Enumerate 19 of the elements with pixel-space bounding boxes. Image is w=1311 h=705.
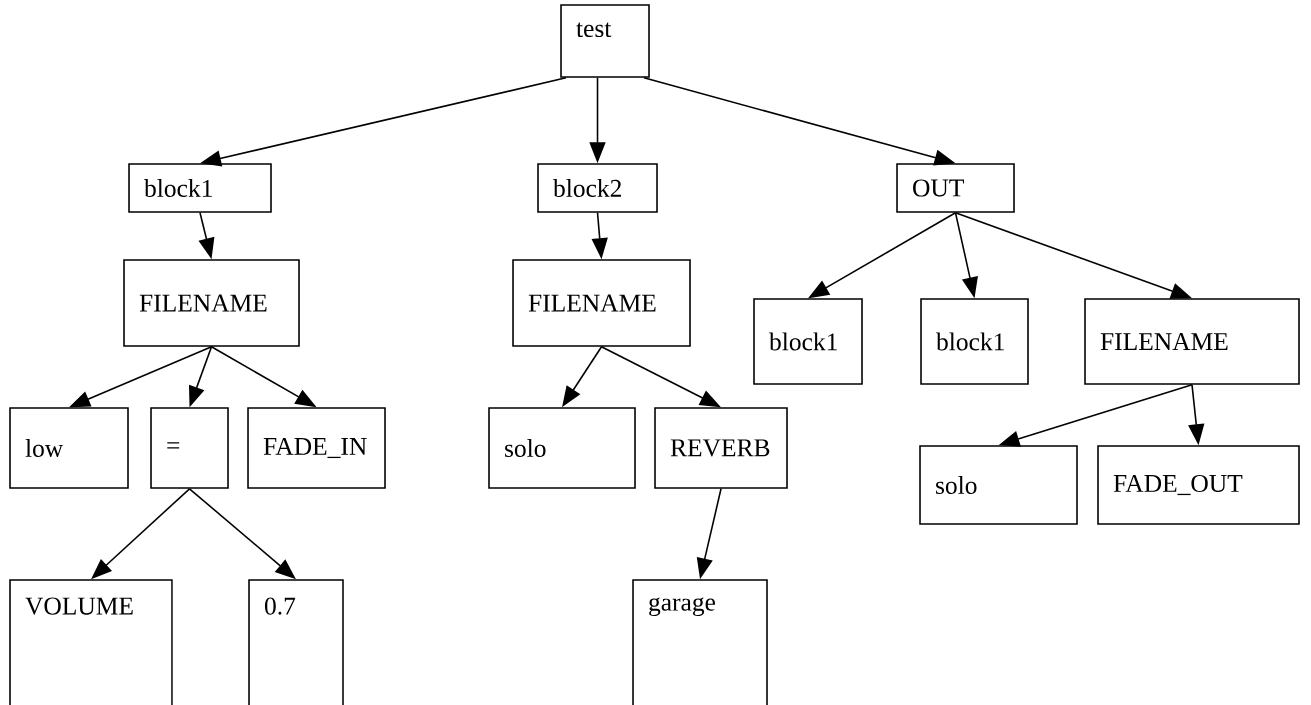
tree-box: solo <box>488 407 636 489</box>
tree-box: block1 <box>920 298 1029 385</box>
tree-box: = <box>150 407 229 489</box>
tree-box: 0.7 <box>248 579 344 705</box>
tree-box: REVERB <box>654 407 788 489</box>
tree-box: block2 <box>537 163 658 213</box>
tree-box: FILENAME <box>123 259 300 347</box>
tree-box: low <box>9 407 129 489</box>
tree-box: FILENAME <box>1084 298 1300 385</box>
tree-box: OUT <box>896 163 1015 213</box>
tree-box: FADE_IN <box>247 407 386 489</box>
tree-box: VOLUME <box>9 579 173 705</box>
tree-box: garage <box>632 579 768 705</box>
tree-box: solo <box>919 445 1078 525</box>
tree-box: test <box>560 4 650 78</box>
tree-box: block1 <box>753 298 863 385</box>
tree-box: FADE_OUT <box>1097 445 1300 525</box>
tree-box: block1 <box>128 163 272 213</box>
tree-box: FILENAME <box>512 259 691 347</box>
